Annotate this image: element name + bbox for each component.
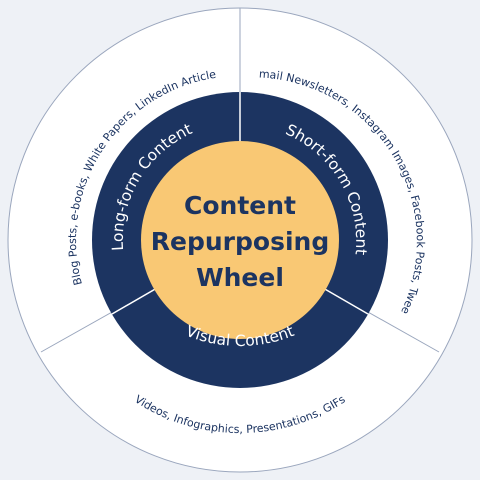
center-title-line1: Content <box>184 191 296 220</box>
center-title-line2: Repurposing <box>151 227 329 256</box>
center-title-line3: Wheel <box>196 263 284 292</box>
center-disc <box>141 141 339 339</box>
